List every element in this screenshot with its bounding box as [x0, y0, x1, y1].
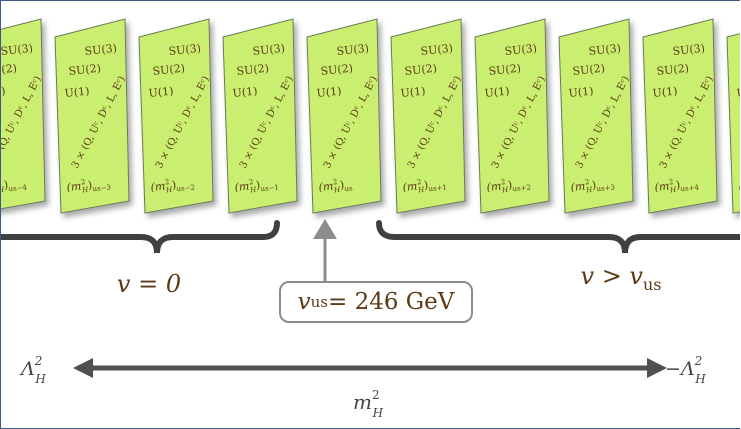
- gauge-group-su2: SU(2): [572, 62, 606, 78]
- vacuum-card-face: [390, 18, 466, 214]
- gauge-group-u1: U(1): [568, 84, 594, 100]
- gauge-group-su2: SU(2): [1, 62, 18, 78]
- gauge-group-su2: SU(2): [488, 62, 522, 78]
- gauge-group-u1: U(1): [484, 84, 510, 100]
- vacuum-card-face: [54, 18, 130, 214]
- gauge-group-su3: SU(3): [252, 42, 286, 58]
- gauge-group-su3: SU(3): [1, 42, 34, 58]
- gauge-group-u1: U(1): [1, 84, 6, 100]
- card-higgs-mass: (m2H)us−1: [234, 175, 279, 196]
- vacuum-card: SU(3)SU(2)U(1)3 × (Q, Uᶜ, Dᶜ, L, Eᶜ)(m2H…: [138, 18, 214, 214]
- card-higgs-mass: (m2H)us+2: [486, 175, 531, 196]
- right-brace: [376, 220, 740, 254]
- vacuum-card: SU(3)SU(2)U(1)3 × (Q, Uᶜ, Dᶜ, L, Eᶜ)(m2H…: [1, 18, 46, 210]
- gauge-group-su2: SU(2): [404, 62, 438, 78]
- vacuum-card: SU(3)SU(2)U(1)3 × (Q, Uᶜ, Dᶜ, L, Eᶜ)(m2H…: [726, 33, 740, 214]
- gauge-group-u1: U(1): [232, 84, 258, 100]
- gauge-group-u1: U(1): [736, 84, 740, 100]
- vacuum-card-face: [222, 18, 298, 214]
- gauge-group-su2: SU(2): [68, 62, 102, 78]
- vacua-card-stack: SU(3)SU(2)U(1)3 × (Q, Uᶜ, Dᶜ, L, Eᶜ)(m2H…: [1, 18, 740, 214]
- vacuum-card-face: [1, 18, 46, 210]
- vacuum-card-face: [474, 18, 550, 214]
- gauge-group-u1: U(1): [652, 84, 678, 100]
- gauge-group-su3: SU(3): [504, 42, 538, 58]
- gauge-group-u1: U(1): [148, 84, 174, 100]
- vacuum-card-face: [138, 18, 214, 214]
- gauge-group-u1: U(1): [400, 84, 426, 100]
- card-higgs-mass: (m2H)us+1: [402, 175, 447, 196]
- card-higgs-mass: (m2H)us−2: [150, 175, 195, 196]
- left-brace: [1, 220, 280, 254]
- vacuum-card: SU(3)SU(2)U(1)3 × (Q, Uᶜ, Dᶜ, L, Eᶜ)(m2H…: [54, 18, 130, 214]
- card-higgs-mass: (m2H)us+3: [570, 175, 615, 196]
- card-higgs-mass: (m2H)us+5: [738, 175, 740, 196]
- gauge-group-su2: SU(2): [152, 62, 186, 78]
- gauge-group-u1: U(1): [64, 84, 90, 100]
- gauge-group-u1: U(1): [316, 84, 342, 100]
- gauge-group-su3: SU(3): [588, 42, 622, 58]
- vacuum-card: SU(3)SU(2)U(1)3 × (Q, Uᶜ, Dᶜ, L, Eᶜ)(m2H…: [306, 18, 382, 214]
- label-v-greater: v > vus: [581, 262, 662, 294]
- vacuum-card-face: [726, 33, 740, 214]
- gauge-group-su2: SU(2): [320, 62, 354, 78]
- vacuum-card-face: [642, 18, 718, 214]
- card-higgs-mass: (m2H)us+4: [654, 175, 700, 196]
- label-v-zero: v = 0: [117, 270, 181, 298]
- gauge-group-su3: SU(3): [420, 42, 454, 58]
- vus-pointer-arrowhead: [313, 219, 337, 239]
- vacuum-card: SU(3)SU(2)U(1)3 × (Q, Uᶜ, Dᶜ, L, Eᶜ)(m2H…: [222, 18, 298, 214]
- gauge-group-su3: SU(3): [672, 42, 706, 58]
- vacuum-card-face: [306, 18, 382, 214]
- vacuum-card: SU(3)SU(2)U(1)3 × (Q, Uᶜ, Dᶜ, L, Eᶜ)(m2H…: [474, 18, 550, 214]
- gauge-group-su3: SU(3): [336, 42, 370, 58]
- vacuum-card-face: [558, 18, 634, 214]
- card-higgs-mass: (m2H)us: [318, 176, 354, 195]
- gauge-group-su2: SU(2): [236, 62, 270, 78]
- vacuum-card: SU(3)SU(2)U(1)3 × (Q, Uᶜ, Dᶜ, L, Eᶜ)(m2H…: [642, 18, 718, 214]
- vacuum-card: SU(3)SU(2)U(1)3 × (Q, Uᶜ, Dᶜ, L, Eᶜ)(m2H…: [558, 18, 634, 214]
- gauge-group-su2: SU(2): [656, 62, 690, 78]
- card-higgs-mass: (m2H)us−3: [66, 175, 111, 196]
- gauge-group-su3: SU(3): [84, 42, 118, 58]
- vacuum-card: SU(3)SU(2)U(1)3 × (Q, Uᶜ, Dᶜ, L, Eᶜ)(m2H…: [390, 18, 466, 214]
- gauge-group-su3: SU(3): [168, 42, 202, 58]
